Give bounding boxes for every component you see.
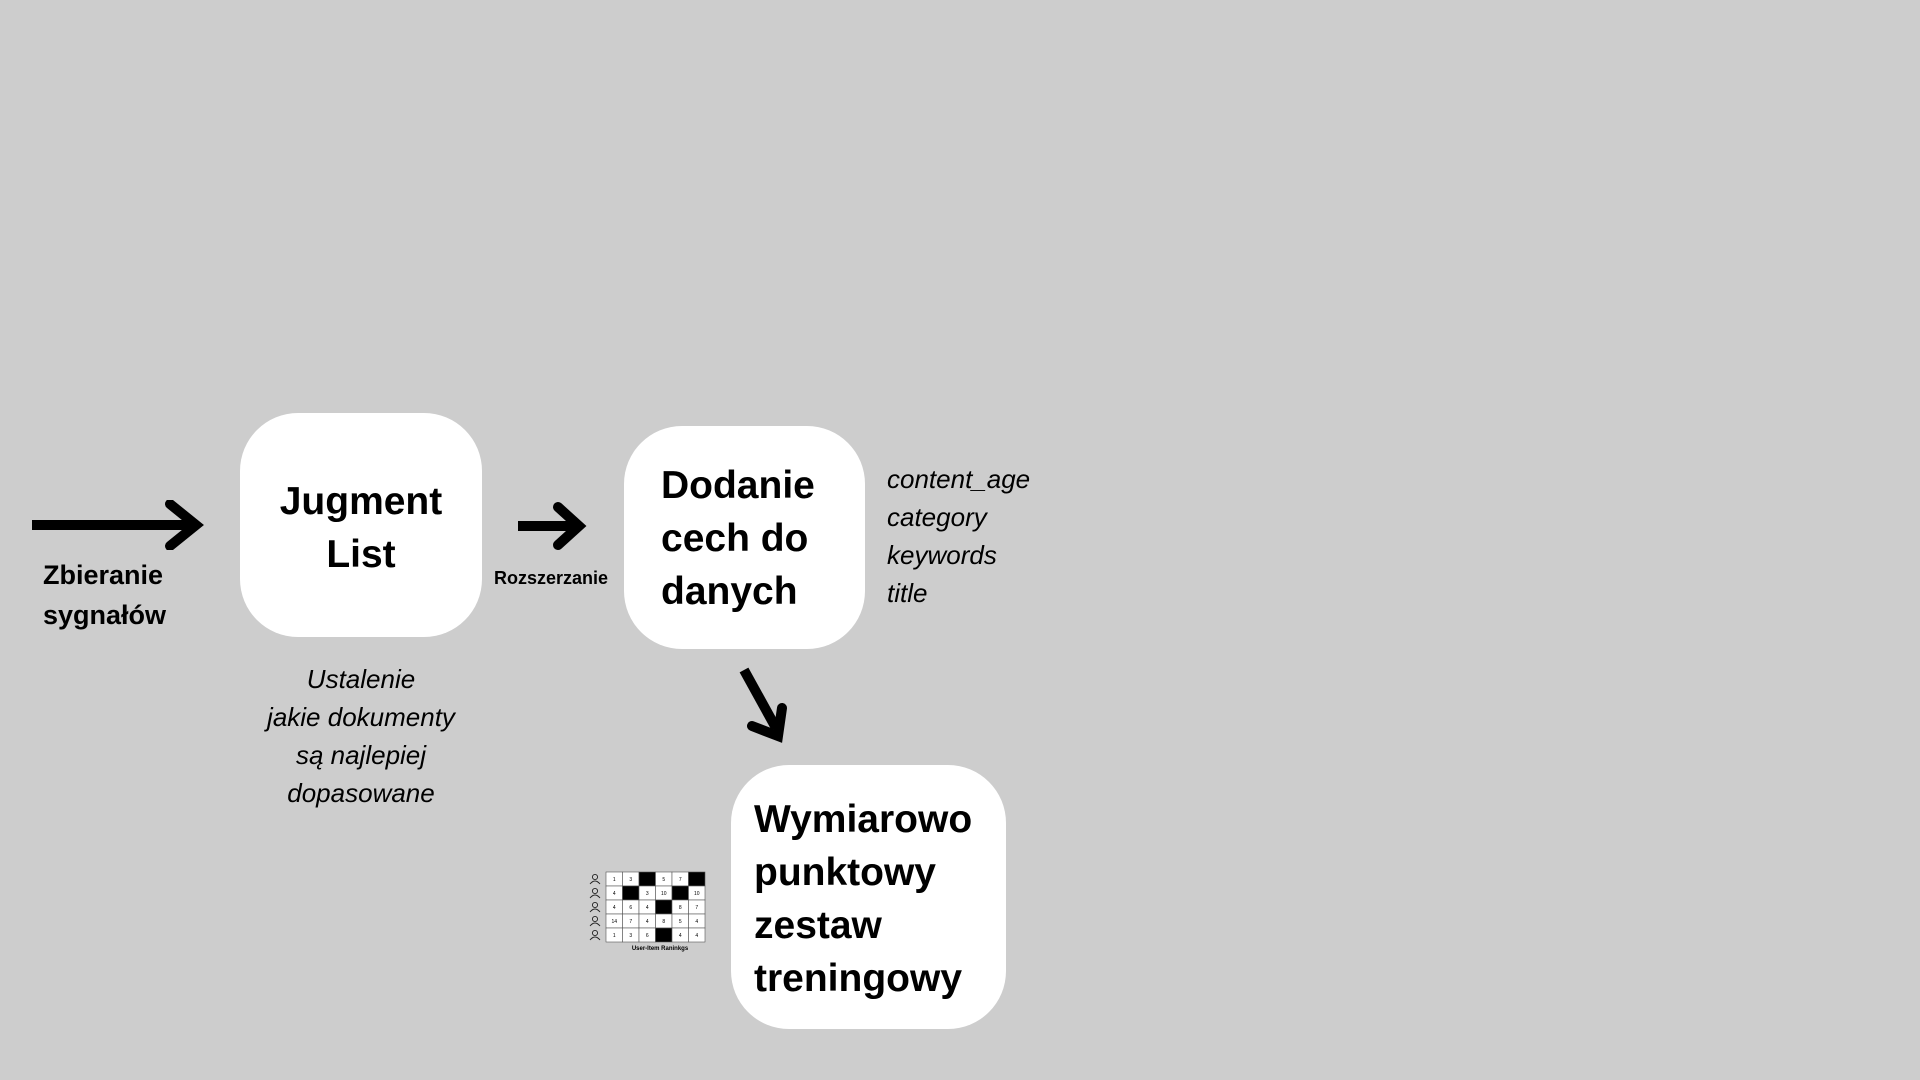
matrix-cell: [655, 899, 673, 915]
user-circle-icon: [589, 929, 601, 941]
matrix-cell-value: 6: [646, 933, 649, 939]
matrix-cell-value: 8: [662, 919, 665, 925]
matrix-cell-value: 10: [661, 891, 667, 897]
matrix-cell: [688, 927, 706, 943]
matrix-cell-value: 1: [613, 877, 616, 883]
matrix-cell-value: 7: [695, 905, 698, 911]
matrix-cell-value: 7: [629, 919, 632, 925]
signals-label: Zbieranie sygnałów: [43, 560, 167, 630]
matrix-cell: [688, 871, 706, 887]
matrix-cell-value: 14: [611, 919, 617, 925]
matrix-cell-value: 10: [694, 891, 700, 897]
feature-item: category: [887, 502, 987, 532]
matrix-cell-value: 6: [629, 905, 632, 911]
matrix-cell-value: 4: [613, 891, 616, 897]
matrix-cell-value: 3: [629, 933, 632, 939]
matrix-cell: [655, 927, 673, 943]
matrix-cell-value: 4: [646, 905, 649, 911]
matrix-cell: [622, 885, 640, 901]
user-item-ratings-matrix: 1 3 5 7 4 3 10 10 4 6 4 8 7 14 7 4 8 5 4 1 3 6 4 4 User-Item Ra…: [586, 868, 712, 956]
matrix-cell-value: 4: [695, 933, 698, 939]
arrow-to-features: [516, 502, 592, 550]
arrow-to-judgment-list: [30, 500, 210, 550]
feature-item: title: [887, 578, 928, 608]
person-icon: [589, 873, 601, 885]
matrix-cell-value: 4: [679, 933, 682, 939]
features-title: Dodanie cech do danych: [661, 464, 815, 613]
person-icon: [589, 915, 601, 927]
judgment-list-title: Jugment List: [279, 480, 443, 576]
feature-item: keywords: [887, 540, 997, 570]
person-icon: [589, 901, 601, 913]
matrix-cell: [671, 885, 689, 901]
matrix-cell-value: 5: [662, 877, 665, 883]
arrow-to-training-set: [732, 664, 792, 746]
matrix-caption: User-Item Raninkgs: [631, 946, 689, 952]
matrix-cell-value: 8: [679, 905, 682, 911]
feature-item: content_age: [887, 464, 1031, 494]
person-icon: [589, 887, 601, 899]
matrix-cell-value: 3: [629, 877, 632, 883]
judgment-list-box: Jugment List: [240, 413, 482, 637]
training-set-box: Wymiarowo punktowy zestaw treningowy: [731, 765, 1006, 1029]
expand-label: Rozszerzanie: [494, 568, 609, 588]
matrix-cell-value: 4: [695, 919, 698, 925]
training-set-title: Wymiarowo punktowy zestaw treningowy: [754, 798, 973, 1000]
matrix-cell-value: 5: [679, 919, 682, 925]
judgment-note: Ustalenie jakie dokumenty są najlepiej d…: [267, 664, 455, 808]
matrix-cell-value: 4: [613, 905, 616, 911]
matrix-cell-value: 4: [646, 919, 649, 925]
matrix-cell-value: 3: [646, 891, 649, 897]
matrix-cell: [638, 871, 656, 887]
matrix-cell-value: 7: [679, 877, 682, 883]
feature-list: content_age category keywords title: [887, 460, 1030, 612]
matrix-cell-value: 1: [613, 933, 616, 939]
features-box: Dodanie cech do danych: [624, 426, 865, 649]
matrix-grid: 1 3 5 7 4 3 10 10 4 6 4 8 7 14 7 4 8 5 4 1 3 6 4 4: [589, 871, 706, 943]
